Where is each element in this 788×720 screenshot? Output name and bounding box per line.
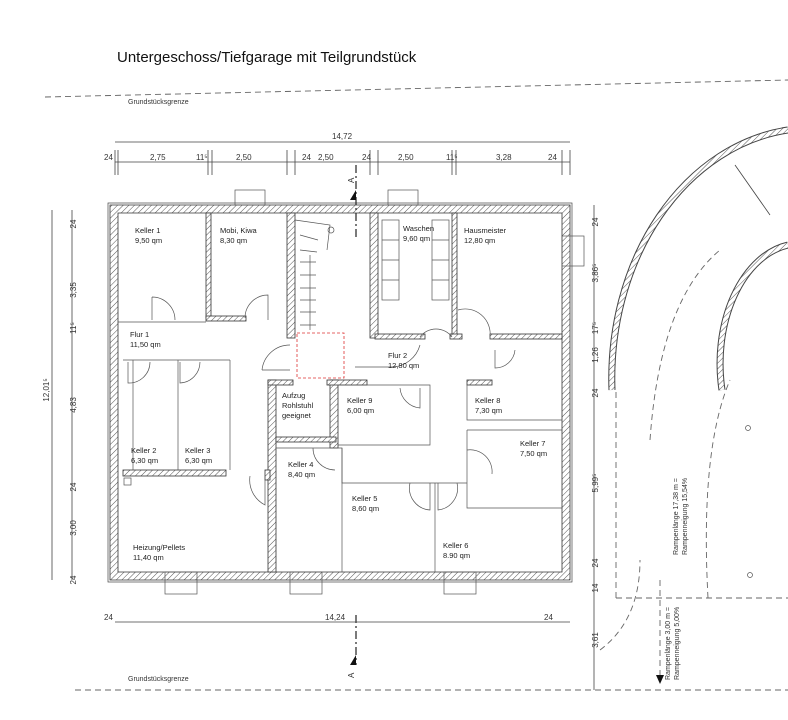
ramp-upper-length: Rampenlänge 17,38 m =	[673, 478, 680, 555]
outer-wall	[109, 204, 571, 581]
ramp-upper-slope: Rampenneigung 15,54%	[682, 478, 689, 555]
dim-left: 3,35	[69, 282, 78, 298]
washing-machines	[381, 219, 450, 301]
ramp-lower-slope: Rampenneigung 5,00%	[674, 607, 681, 680]
room-area: 8,30 qm	[220, 236, 247, 245]
room-name: Mobi, Kiwa	[220, 226, 258, 235]
room-name: Keller 7	[520, 439, 545, 448]
dim-left: 11⁵	[69, 322, 78, 334]
dim-left: 3,00	[69, 520, 78, 536]
dim-left: 24	[69, 575, 78, 584]
dim-left-total: 12,01⁵	[42, 378, 51, 401]
room-name: Keller 6	[443, 541, 468, 550]
room-area: 6,30 qm	[185, 456, 212, 465]
room-area: 11,40 qm	[133, 553, 164, 562]
dim-right: 24	[591, 217, 600, 226]
dim-bottom: 24	[104, 613, 113, 622]
interior-walls	[122, 212, 563, 573]
room-name: Keller 8	[475, 396, 500, 405]
dim-right: 24	[591, 388, 600, 397]
room-area: 9,60 qm	[403, 234, 430, 243]
dim-right: 17⁵	[591, 322, 600, 334]
room-name: Heizung/Pellets	[133, 543, 185, 552]
plan-title: Untergeschoss/Tiefgarage mit Teilgrundst…	[117, 49, 417, 66]
dim-top: 2,50	[318, 153, 334, 162]
room-name: Aufzug	[282, 391, 305, 400]
ramp: Rampenlänge 17,38 m = Rampenneigung 15,5…	[599, 126, 788, 684]
dim-top: 24	[104, 153, 113, 162]
room-area: 6,30 qm	[131, 456, 158, 465]
section-marker-bottom: A	[347, 615, 357, 678]
dim-top: 24	[548, 153, 557, 162]
room-area: 12,80 qm	[388, 361, 419, 370]
room-area: 6,00 qm	[347, 406, 374, 415]
doors	[127, 294, 516, 511]
boundary-label-bottom: Grundstücksgrenze	[128, 676, 189, 683]
dim-top: 11⁵	[196, 153, 208, 162]
room-area: 7,30 qm	[475, 406, 502, 415]
boundary-label-top: Grundstücksgrenze	[128, 99, 189, 106]
room-area: 9,50 qm	[135, 236, 162, 245]
dim-bottom: 24	[544, 613, 553, 622]
dim-top: 24	[362, 153, 371, 162]
property-boundary-top	[44, 79, 788, 98]
svg-text:A: A	[347, 672, 356, 678]
room-name: Keller 1	[135, 226, 160, 235]
dim-left: 24	[69, 482, 78, 491]
dim-right: 24	[591, 558, 600, 567]
light-wells	[164, 189, 585, 595]
room-area: 11,50 qm	[130, 340, 161, 349]
room-name: Keller 4	[288, 460, 313, 469]
room-name: Keller 9	[347, 396, 372, 405]
room-name: Waschen	[403, 224, 434, 233]
dim-top: 24	[302, 153, 311, 162]
room-area: 8,40 qm	[288, 470, 315, 479]
staircase	[294, 219, 335, 330]
ramp-lower-length: Rampenlänge 3,00 m =	[665, 607, 672, 680]
elevator-shaft-outline	[296, 332, 345, 379]
dim-right: 5,99⁵	[591, 474, 600, 493]
dim-right: 3,61	[591, 632, 600, 648]
room-name: Keller 5	[352, 494, 377, 503]
room-area: 8,60 qm	[352, 504, 379, 513]
room-name: Hausmeister	[464, 226, 507, 235]
dim-right: 1,26	[591, 347, 600, 363]
room-area: 8.90 qm	[443, 551, 470, 560]
dim-top: 2,50	[236, 153, 252, 162]
dim-top: 3,28	[496, 153, 512, 162]
dimension-lines: 14,72 24 2,75 11⁵ 2,50 24 2,50 24 2,50 11⁵ 3,28 24 1…	[42, 132, 600, 690]
dim-top: 2,75	[150, 153, 166, 162]
dim-top: 2,50	[398, 153, 414, 162]
room-area: 12,80 qm	[464, 236, 495, 245]
room-area: Rohlstuhl	[282, 401, 314, 410]
dim-right: 3,86⁵	[591, 264, 600, 283]
room-name: Keller 2	[131, 446, 156, 455]
room-name: Flur 1	[130, 330, 149, 339]
room-note: geeignet	[282, 411, 312, 420]
dim-left: 4,83	[69, 397, 78, 413]
room-name: Keller 3	[185, 446, 210, 455]
svg-text:A: A	[347, 177, 356, 183]
dim-bottom: 14,24	[325, 613, 346, 622]
dim-left: 24	[69, 219, 78, 228]
room-name: Flur 2	[388, 351, 407, 360]
section-marker-top: A	[347, 165, 357, 240]
partitions	[118, 321, 562, 572]
room-area: 7,50 qm	[520, 449, 547, 458]
dim-top-total: 14,72	[332, 132, 353, 141]
dim-right: 14	[591, 583, 600, 592]
